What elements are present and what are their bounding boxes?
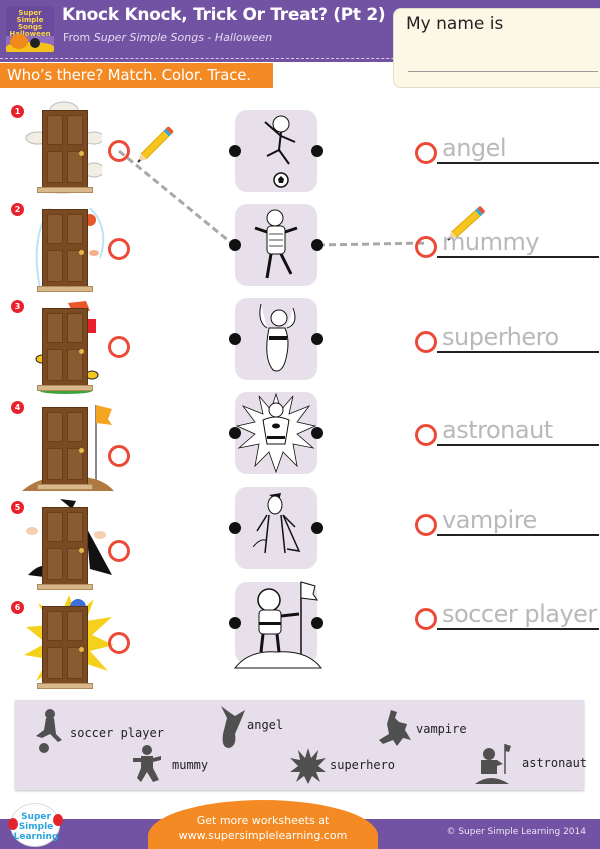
trace-word: astronaut <box>442 416 553 444</box>
trace-line[interactable] <box>437 351 599 353</box>
cat-icon <box>30 38 40 48</box>
word-row-vampire: vampire <box>415 506 600 540</box>
album-art-label: Super Simple Songs Halloween <box>9 9 51 38</box>
picture-card-soccer-player <box>229 110 323 192</box>
door-3-match-circle[interactable] <box>108 336 130 358</box>
word-bank-label: astronaut <box>522 756 588 770</box>
word-match-circle[interactable] <box>415 142 437 164</box>
footer-cta-link[interactable]: www.supersimplelearning.com <box>178 829 348 842</box>
soccer-player-silhouette-icon <box>36 709 62 753</box>
page-title: Knock Knock, Trick Or Treat? (Pt 2) <box>62 5 386 25</box>
ladybug-icon <box>53 814 63 826</box>
door-2-match-circle[interactable] <box>108 238 130 260</box>
door-4 <box>37 407 93 490</box>
footer-cta-line1: Get more worksheets at <box>196 814 330 827</box>
word-bank-label: soccer player <box>70 726 164 740</box>
angel-drawing <box>259 303 296 372</box>
door-6-match-circle[interactable] <box>108 632 130 654</box>
picture-card-mummy <box>229 204 323 286</box>
word-match-circle[interactable] <box>415 608 437 630</box>
instructions-text: Who’s there? Match. Color. Trace. <box>7 66 251 84</box>
door-number-badge: 6 <box>11 601 24 614</box>
right-connect-dot[interactable] <box>311 145 323 157</box>
picture-card-vampire <box>229 487 323 569</box>
door-6 <box>37 606 93 689</box>
footer-copyright: © Super Simple Learning 2014 <box>446 827 586 837</box>
door-1-match-circle[interactable] <box>108 140 130 162</box>
right-connect-dot[interactable] <box>311 333 323 345</box>
door-3 <box>37 308 93 391</box>
album-art: Super Simple Songs Halloween <box>6 6 54 52</box>
astronaut-drawing <box>233 581 323 669</box>
right-connect-dot[interactable] <box>311 617 323 629</box>
trace-line[interactable] <box>437 162 599 164</box>
trace-line[interactable] <box>437 534 599 536</box>
soccer-player-drawing <box>264 115 296 188</box>
header-divider <box>0 58 600 62</box>
picture-card-astronaut <box>229 581 323 669</box>
name-box: My name is <box>393 8 600 88</box>
word-match-circle[interactable] <box>415 236 437 258</box>
trace-word: vampire <box>442 506 537 534</box>
left-connect-dot[interactable] <box>229 617 241 629</box>
mummy-silhouette-icon <box>133 745 161 782</box>
word-bank-label: vampire <box>416 722 467 736</box>
door-4-match-circle[interactable] <box>108 445 130 467</box>
astronaut-silhouette-icon <box>475 744 511 784</box>
word-row-mummy: mummy <box>415 228 600 262</box>
mummy-drawing <box>254 209 298 279</box>
left-connect-dot[interactable] <box>229 522 241 534</box>
trace-word: superhero <box>442 323 559 351</box>
door-1 <box>37 110 93 193</box>
door-5 <box>37 507 93 590</box>
trace-line[interactable] <box>437 628 599 630</box>
ladybug-icon <box>8 818 18 830</box>
word-bank: soccer player mummy angel superhero vamp… <box>15 700 588 790</box>
trace-word: soccer player <box>442 600 597 628</box>
picture-card-angel <box>229 298 323 380</box>
pumpkin-icon <box>10 34 28 49</box>
name-label: My name is <box>406 14 504 34</box>
vampire-drawing <box>252 493 301 554</box>
word-bank-label: angel <box>247 718 284 732</box>
door-number-badge: 1 <box>11 105 24 118</box>
word-match-circle[interactable] <box>415 514 437 536</box>
right-connect-dot[interactable] <box>311 427 323 439</box>
door-number-badge: 3 <box>11 300 24 313</box>
door-2 <box>37 209 93 292</box>
word-row-soccer-player: soccer player <box>415 600 600 634</box>
instructions-banner: Who’s there? Match. Color. Trace. <box>0 63 273 88</box>
page-subtitle: From Super Simple Songs - Halloween <box>63 31 273 44</box>
trace-word: mummy <box>442 228 540 256</box>
angel-silhouette-icon <box>221 706 245 748</box>
vampire-silhouette-icon <box>379 710 411 746</box>
door-number-badge: 5 <box>11 501 24 514</box>
word-row-superhero: superhero <box>415 323 600 357</box>
trace-line[interactable] <box>437 444 599 446</box>
left-connect-dot[interactable] <box>229 427 241 439</box>
word-bank-label: superhero <box>330 758 396 772</box>
word-row-astronaut: astronaut <box>415 416 600 450</box>
trace-word: angel <box>442 134 507 162</box>
superhero-silhouette-icon <box>290 748 326 784</box>
left-connect-dot[interactable] <box>229 145 241 157</box>
trace-line[interactable] <box>437 256 599 258</box>
vampire-peek-icon <box>26 499 112 577</box>
word-row-angel: angel <box>415 134 600 168</box>
word-bank-label: mummy <box>172 758 209 772</box>
super-simple-learning-logo: Super Simple Learning <box>8 803 63 847</box>
door-number-badge: 2 <box>11 203 24 216</box>
door-number-badge: 4 <box>11 401 24 414</box>
door-5-match-circle[interactable] <box>108 540 130 562</box>
superhero-drawing <box>235 392 317 474</box>
name-input-line[interactable] <box>408 71 598 72</box>
word-match-circle[interactable] <box>415 424 437 446</box>
left-connect-dot[interactable] <box>229 333 241 345</box>
word-match-circle[interactable] <box>415 331 437 353</box>
left-connect-dot[interactable] <box>229 239 241 251</box>
right-connect-dot[interactable] <box>311 239 323 251</box>
right-connect-dot[interactable] <box>311 522 323 534</box>
picture-card-superhero <box>229 392 323 474</box>
